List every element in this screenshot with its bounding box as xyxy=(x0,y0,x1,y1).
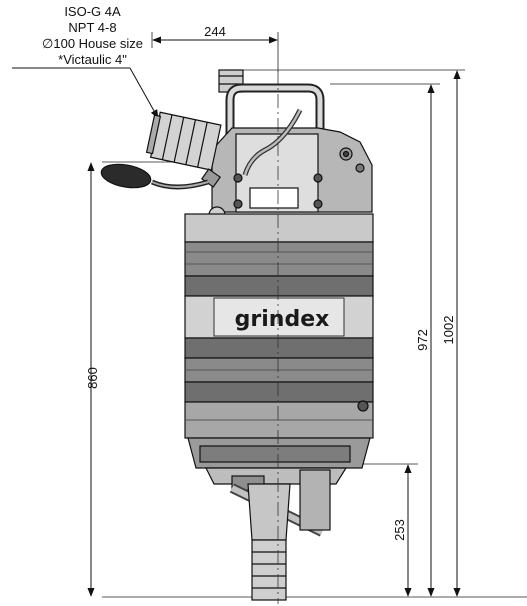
note-line-thread: ISO-G 4A xyxy=(64,4,121,19)
dim-860-label: 860 xyxy=(85,367,100,389)
note-line-victaulic: *Victaulic 4" xyxy=(58,52,127,67)
dimension-lines xyxy=(87,36,461,597)
dim-1002-label: 1002 xyxy=(441,316,456,345)
dim-244-label: 244 xyxy=(204,24,226,39)
brand-text: grindex xyxy=(235,307,330,332)
dim-253-label: 253 xyxy=(392,519,407,541)
note-line-npt: NPT 4-8 xyxy=(68,20,117,35)
pump-body xyxy=(100,69,374,601)
dim-972-label: 972 xyxy=(415,329,430,351)
note-line-hose: ∅100 House size xyxy=(42,36,143,51)
note-leader xyxy=(12,67,159,119)
